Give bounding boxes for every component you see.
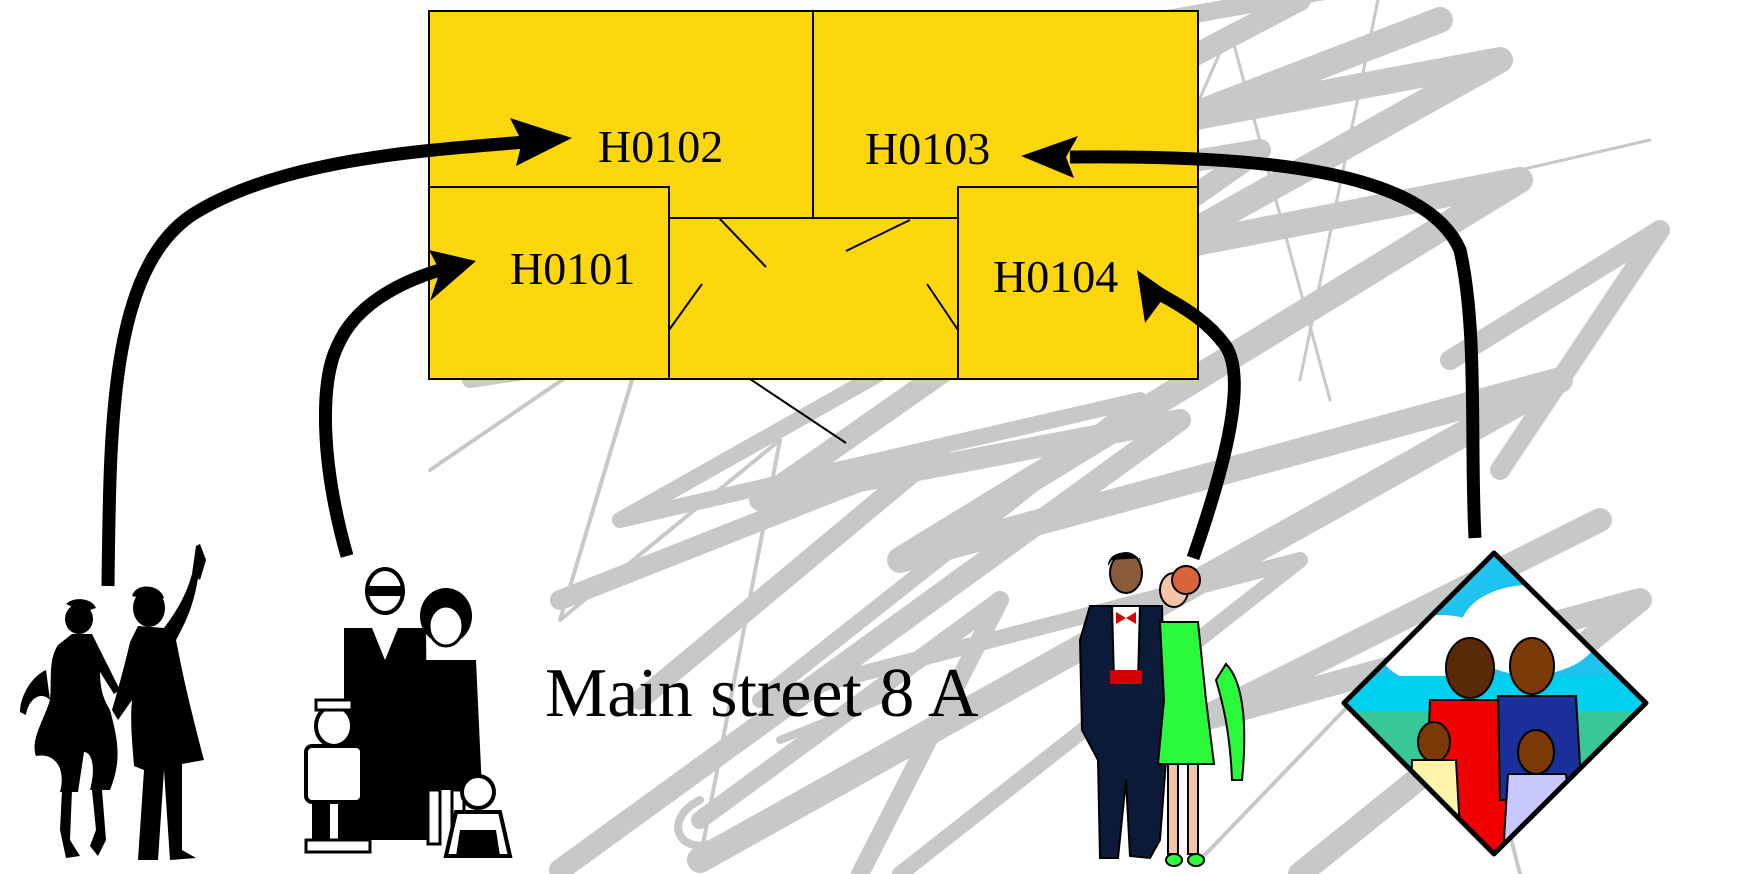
door-h0102 xyxy=(718,217,767,268)
arrowhead-h0104 xyxy=(1137,270,1190,323)
arrow-to-h0101 xyxy=(318,263,442,558)
door-h0104 xyxy=(926,283,959,331)
arrow-to-h0103 xyxy=(1069,150,1482,539)
family-with-children-icon xyxy=(304,567,513,858)
entrance-door xyxy=(749,378,847,444)
floor-plan: H0102 H0103 H0101 H0104 xyxy=(428,10,1199,444)
arrow-to-h0102 xyxy=(101,135,526,587)
door-h0103 xyxy=(845,219,911,252)
arrowhead-h0103 xyxy=(1021,136,1078,178)
arrowhead-h0101 xyxy=(429,250,476,301)
label-h0103: H0103 xyxy=(865,123,990,174)
arrow-to-h0104 xyxy=(1156,288,1241,561)
formal-couple-icon xyxy=(1078,552,1246,867)
wall-hall-top xyxy=(429,186,1198,219)
dancing-couple-silhouette-icon xyxy=(20,544,206,860)
address-label: Main street 8 A xyxy=(545,655,979,732)
door-h0101 xyxy=(668,283,703,331)
assignment-arrows xyxy=(101,135,1482,587)
label-h0101: H0101 xyxy=(510,243,635,294)
label-h0104: H0104 xyxy=(993,251,1118,302)
arrowhead-h0102 xyxy=(510,118,572,166)
label-h0102: H0102 xyxy=(598,121,723,172)
arrow-heads xyxy=(429,118,1190,323)
